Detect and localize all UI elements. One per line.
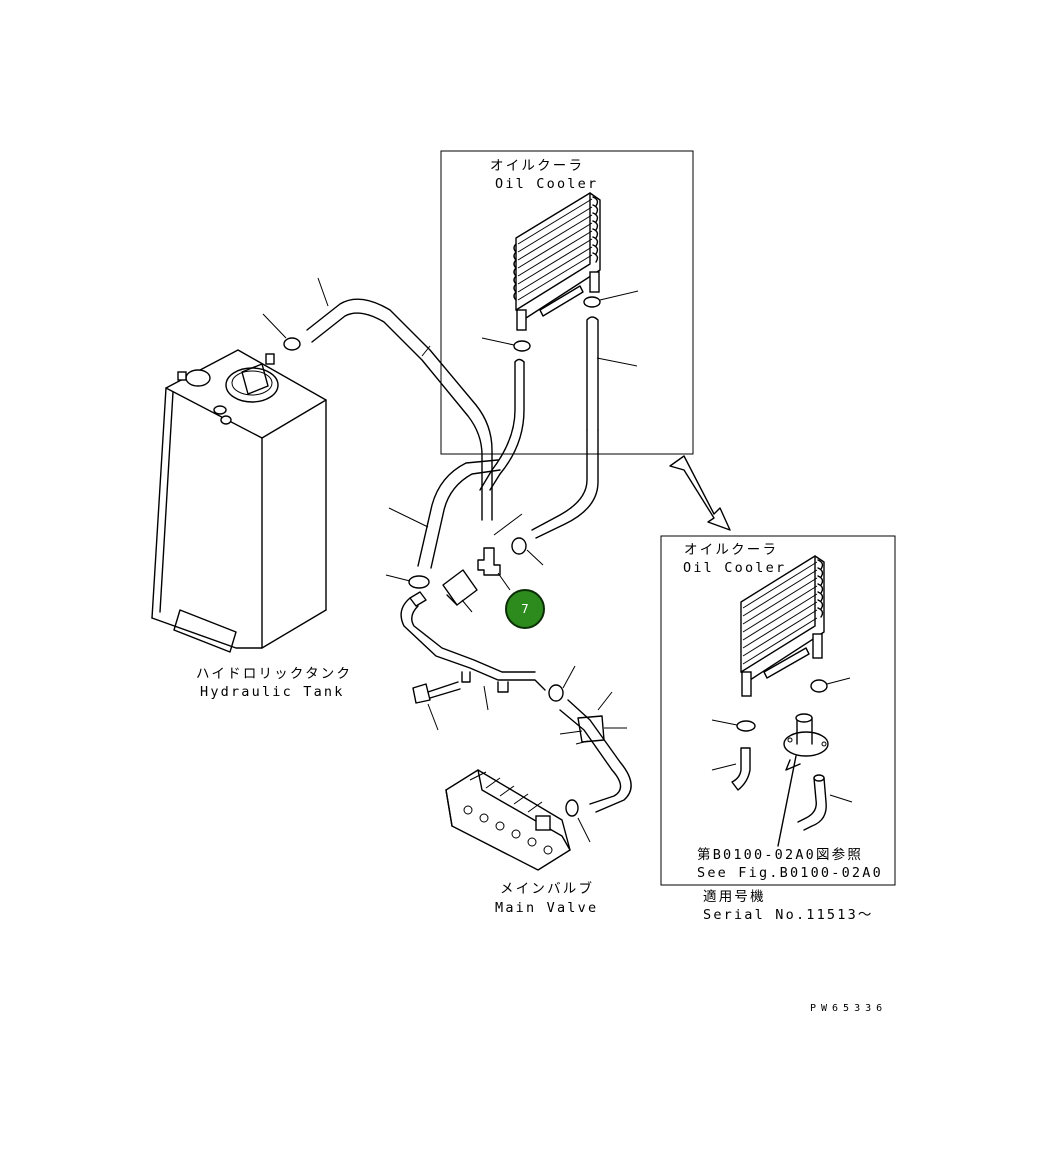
clamp bbox=[408, 575, 430, 589]
inset-arrow bbox=[669, 455, 731, 531]
reference-label-jp: 第B0100-02A0図参照 bbox=[697, 847, 864, 863]
steel-tube bbox=[400, 597, 546, 691]
serial-label-en: Serial No.11513〜 bbox=[703, 907, 874, 923]
callout-number: 7 bbox=[521, 602, 529, 616]
valve-hose bbox=[567, 699, 632, 813]
inset-detail-box bbox=[660, 535, 896, 886]
main-valve bbox=[445, 769, 571, 871]
adapter-plate bbox=[783, 713, 829, 757]
serial-label-jp: 適用号機 bbox=[703, 889, 766, 905]
oil-cooler-detail-box bbox=[440, 150, 694, 455]
reference-label-en: See Fig.B0100-02A0 bbox=[697, 865, 883, 881]
clamp bbox=[583, 296, 601, 308]
sleeve bbox=[442, 569, 478, 613]
clamp bbox=[511, 537, 527, 555]
inset-oil-cooler-label-en: Oil Cooler bbox=[683, 560, 787, 576]
inset-oil-cooler bbox=[740, 555, 825, 697]
oil-cooler bbox=[513, 192, 601, 331]
hydraulic-tank bbox=[151, 349, 327, 653]
hydraulic-tank-label-jp: ハイドロリックタンク bbox=[196, 666, 353, 682]
clamp bbox=[548, 684, 564, 702]
clamp bbox=[513, 340, 531, 352]
main-valve-label-jp: メインバルブ bbox=[500, 881, 595, 897]
short-hose bbox=[731, 747, 751, 791]
clamp bbox=[736, 720, 756, 732]
oil-cooler-label-en: Oil Cooler bbox=[495, 176, 599, 192]
drawing-code: PW65336 bbox=[810, 1003, 888, 1014]
return-hose bbox=[306, 298, 493, 521]
tee-fitting bbox=[477, 547, 511, 591]
oil-cooler-label-jp: オイルクーラ bbox=[490, 158, 585, 174]
clamp bbox=[283, 337, 301, 351]
main-valve-label-en: Main Valve bbox=[495, 900, 599, 916]
bolt bbox=[412, 681, 461, 731]
inset-oil-cooler-label-jp: オイルクーラ bbox=[684, 542, 779, 558]
callout-bubble-7[interactable]: 7 bbox=[505, 589, 545, 629]
clamp bbox=[810, 679, 828, 693]
elbow-hose bbox=[797, 777, 827, 831]
hydraulic-tank-label-en: Hydraulic Tank bbox=[200, 684, 345, 700]
clamp bbox=[565, 799, 579, 817]
